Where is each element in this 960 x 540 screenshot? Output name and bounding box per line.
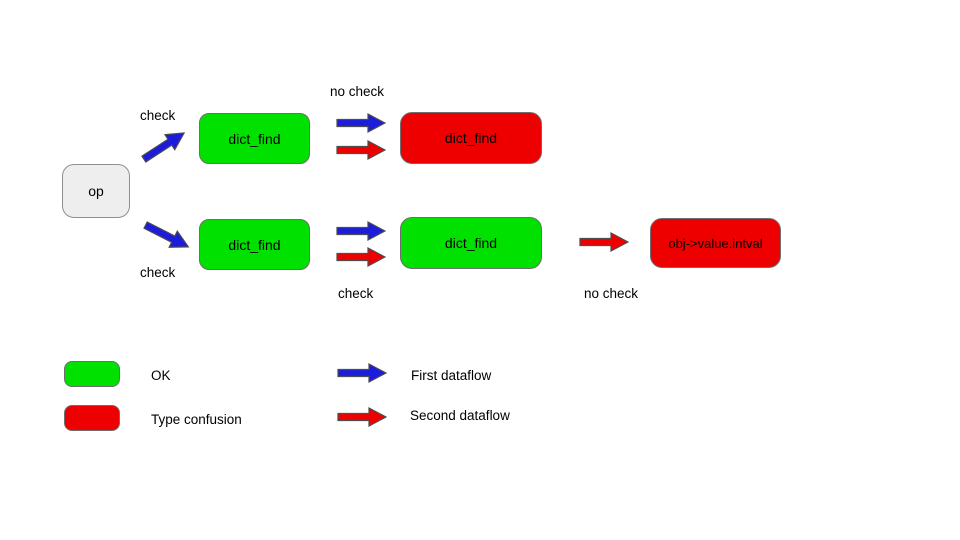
first-dataflow-arrow-icon: [336, 113, 386, 133]
row1-check-label: check: [140, 108, 176, 123]
legend-type-confusion-label: Type confusion: [151, 412, 242, 427]
row2-dict-find-node: dict_find: [199, 219, 310, 270]
row2-sink-node: obj->value.intval: [650, 218, 781, 268]
row1-confused-dict-find-label: dict_find: [444, 130, 498, 146]
row2-mid-dict-find-label: dict_find: [444, 235, 498, 251]
legend-second-dataflow-label: Second dataflow: [410, 408, 510, 423]
legend-first-dataflow-arrow-icon: [337, 363, 387, 383]
legend-type-confusion-swatch: [64, 405, 120, 431]
row1-no-check-label: no check: [330, 84, 385, 99]
first-dataflow-arrow-icon: [138, 124, 191, 168]
row1-dict-find-label: dict_find: [228, 130, 281, 147]
row2-mid-check-label: check: [338, 286, 374, 301]
legend-ok-swatch: [64, 361, 120, 387]
legend-second-dataflow-arrow-icon: [337, 407, 387, 427]
op-node-label: op: [88, 183, 104, 199]
row1-dict-find-node: dict_find: [199, 113, 310, 164]
row2-check-label: check: [140, 265, 176, 280]
row2-sink-label: obj->value.intval: [668, 235, 763, 251]
legend-first-dataflow-label: First dataflow: [411, 368, 492, 383]
row2-no-check-label: no check: [584, 286, 639, 301]
first-dataflow-arrow-icon: [140, 216, 194, 257]
op-node: op: [62, 164, 130, 218]
second-dataflow-arrow-icon: [336, 140, 386, 160]
row1-confused-dict-find-node: dict_find: [400, 112, 542, 164]
row2-dict-find-label: dict_find: [228, 236, 281, 253]
first-dataflow-arrow-icon: [336, 221, 386, 241]
row2-mid-dict-find-node: dict_find: [400, 217, 542, 269]
second-dataflow-arrow-icon: [579, 232, 629, 252]
legend-ok-label: OK: [151, 368, 171, 383]
second-dataflow-arrow-icon: [336, 247, 386, 267]
